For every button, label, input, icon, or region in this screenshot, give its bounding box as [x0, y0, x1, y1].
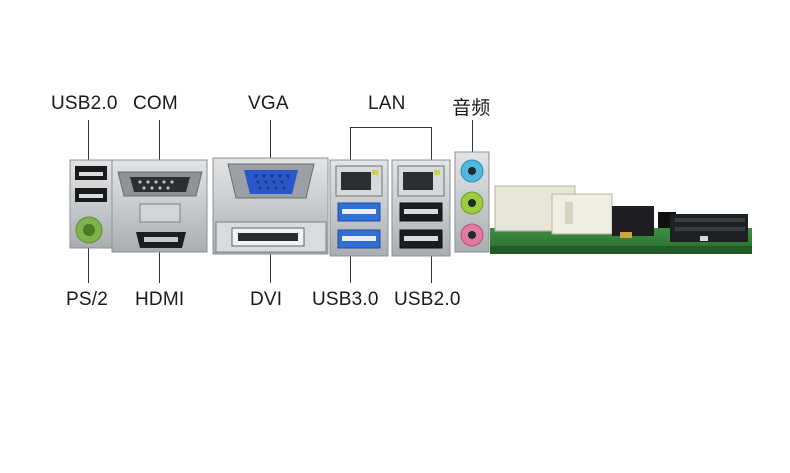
leader-lan-bar: [350, 127, 432, 128]
label-dvi: DVI: [250, 289, 283, 310]
leader-usb30: [350, 250, 351, 283]
usb-ps2-block: [69, 159, 113, 249]
label-usb20-bottom: USB2.0: [394, 289, 461, 310]
com-hdmi-block: [111, 159, 208, 253]
label-vga: VGA: [248, 93, 289, 114]
leader-dvi: [270, 250, 271, 283]
leader-vga: [270, 120, 271, 162]
leader-hdmi: [159, 250, 160, 283]
label-usb30: USB3.0: [312, 289, 379, 310]
label-hdmi: HDMI: [135, 289, 185, 310]
label-audio: 音频: [452, 98, 491, 119]
leader-usb20-top: [88, 120, 89, 162]
label-usb20-top: USB2.0: [51, 93, 118, 114]
leader-audio: [472, 120, 473, 152]
audio-jack-block: [454, 151, 490, 253]
leader-lan-left: [350, 127, 351, 162]
leader-com: [159, 120, 160, 162]
leader-lan-right: [431, 127, 432, 162]
pcb-board: [490, 185, 752, 254]
leader-usb20-bottom: [431, 250, 432, 283]
vga-dvi-block: [212, 157, 329, 255]
leader-ps2: [88, 245, 89, 283]
label-ps2: PS/2: [66, 289, 108, 310]
lan-usb3-block: [329, 159, 389, 257]
label-lan: LAN: [368, 93, 406, 114]
lan-usb2-block: [391, 159, 451, 257]
label-com: COM: [133, 93, 178, 114]
